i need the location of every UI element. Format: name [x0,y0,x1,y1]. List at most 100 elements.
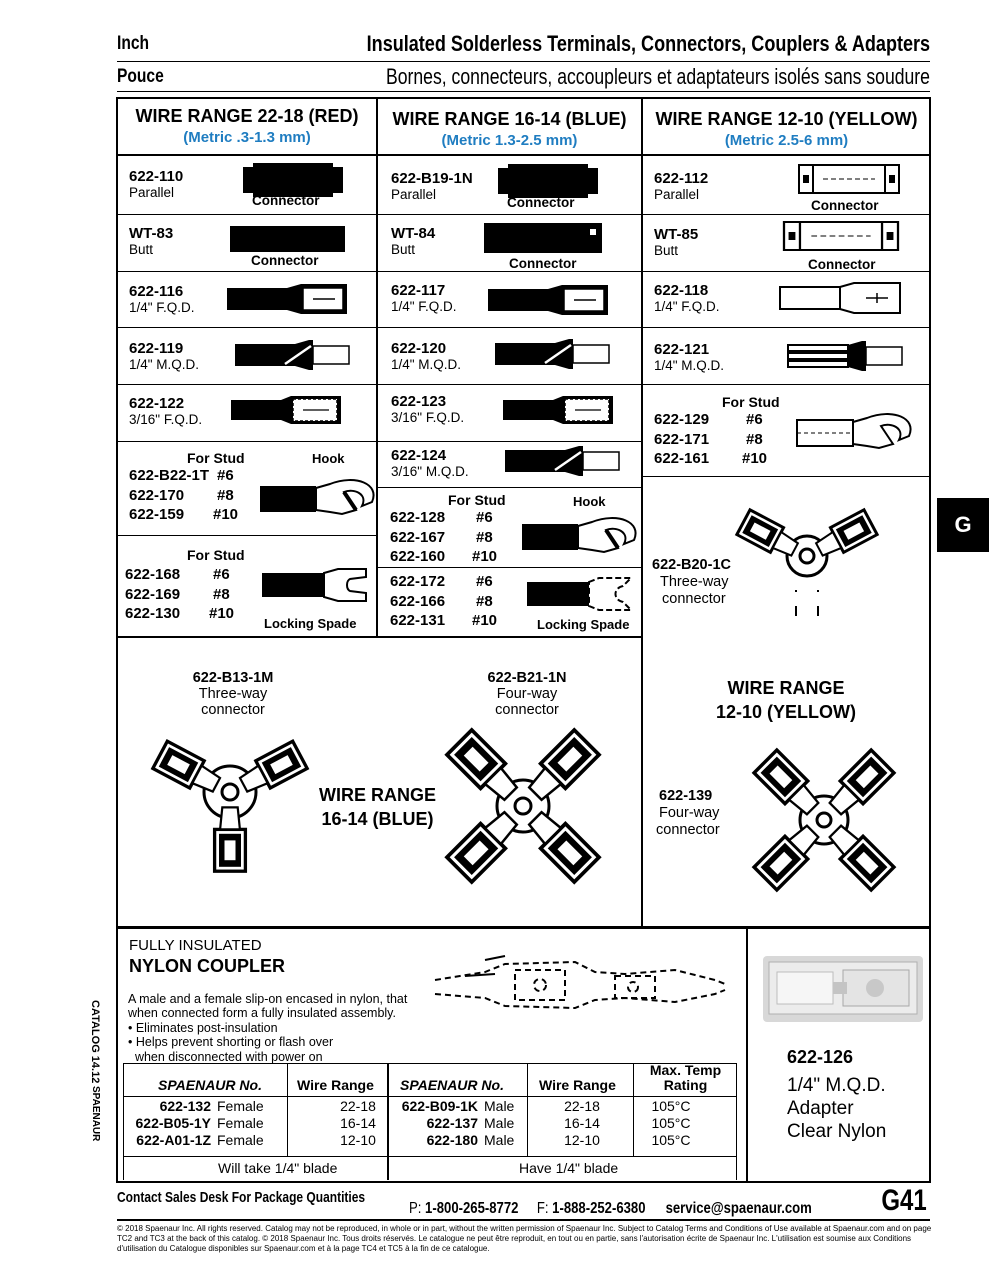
part-622-b20-1c[interactable]: 622-B20-1C Three-way connector [652,557,731,608]
part-622-121[interactable]: 622-121 1/4" M.Q.D. [654,341,724,373]
gender: Female [217,1098,264,1114]
phone-label: P: [409,1200,422,1217]
part-label: Connector [509,256,577,271]
phone-number[interactable]: 1-800-265-8772 [425,1200,519,1217]
part-622-116[interactable]: 622-116 1/4" F.Q.D. [129,283,195,315]
part-number: 622-130 [125,605,181,622]
grid-divider [116,214,377,215]
part-description: connector [201,702,265,718]
male-quick-disconnect-icon [493,337,611,371]
stud-row[interactable]: 622-B22-1T#6 [129,466,238,486]
part-622-123[interactable]: 622-123 3/16" F.Q.D. [391,393,464,425]
fax-number[interactable]: 1-888-252-6380 [552,1200,646,1217]
description-line: when connected form a fully insulated as… [128,1006,396,1020]
part-number: 622-168 [125,566,181,583]
part-622-118[interactable]: 622-118 1/4" F.Q.D. [654,282,720,314]
wire-range: 16-14 [564,1115,600,1131]
grid-divider [116,535,377,536]
part-wt-83[interactable]: WT-83 Butt [129,225,173,257]
part-description: 1/4" M.Q.D. [129,357,200,372]
part-wt-85[interactable]: WT-85 Butt [654,226,698,258]
stud-row[interactable]: 622-167#8 [390,528,497,548]
coupler-section-frame [116,927,931,1183]
part-622-112[interactable]: 622-112 Parallel [654,170,708,202]
part-622-110[interactable]: 622-110 Parallel [129,168,183,200]
stud-row[interactable]: 622-159#10 [129,505,238,525]
fax-label: F: [536,1200,549,1217]
part-622-b21-1n[interactable]: 622-B21-1N Four-way connector [462,670,592,718]
column-head-yellow: WIRE RANGE 12-10 (YELLOW) (Metric 2.5-6 … [643,109,930,149]
stud-row[interactable]: 622-166#8 [390,592,497,612]
part-number: 622-B05-1Y [135,1115,212,1131]
header-unit-pouce: Pouce [117,66,164,87]
part-622-119[interactable]: 622-119 1/4" M.Q.D. [129,340,199,372]
part-label: Connector [808,257,876,272]
stud-list-hook-red: 622-B22-1T#6 622-170#8 622-159#10 [129,466,238,525]
stud-row[interactable]: 622-129#6 [654,410,767,430]
stud-row[interactable]: 622-169#8 [125,585,234,605]
stud-row[interactable]: 622-160#10 [390,547,497,567]
stud-row[interactable]: 622-171#8 [654,430,767,450]
stud-row[interactable]: 622-161#10 [654,449,767,469]
section-tab-g[interactable]: G [937,498,989,552]
header-title-en: Insulated Solderless Terminals, Connecto… [366,31,930,56]
part-number: 622-166 [390,592,446,610]
part-622-b13-1m[interactable]: 622-B13-1M Three-way connector [168,670,298,718]
four-way-connector-icon [445,728,601,884]
part-622-122[interactable]: 622-122 3/16" F.Q.D. [129,395,202,427]
stud-row[interactable]: 622-170#8 [129,486,238,506]
stud-size: #10 [213,506,239,523]
part-number: 622-B13-1M [192,670,274,686]
part-number: 622-110 [129,168,184,185]
callout-line: WIRE RANGE [319,785,436,805]
stud-size: #8 [217,486,234,504]
column-metric: (Metric 2.5-6 mm) [724,132,849,149]
table-divider [633,1063,634,1156]
column-metric: (Metric .3-1.3 mm) [183,129,311,146]
side-brand-label: SPAENAUR [87,1086,101,1156]
parallel-connector-icon [498,164,598,198]
part-number: 622-172 [390,573,446,590]
stud-size: #10 [742,450,768,467]
part-number: 622-124 [391,447,447,464]
stud-row[interactable]: 622-168#6 [125,565,234,585]
part-description: Four-way [496,686,558,702]
part-622-b19-1n[interactable]: 622-B19-1N Parallel [391,170,473,202]
hook-terminal-icon [796,413,912,450]
part-description: Three-way [198,686,268,702]
part-number: WT-83 [129,225,174,242]
stud-row[interactable]: 622-172#6 [390,572,497,592]
part-description: Butt [391,242,416,257]
description-line: • Eliminates post-insulation [128,1020,278,1035]
stud-list-spade-blue: 622-172#6 622-166#8 622-131#10 [390,572,497,631]
email-link[interactable]: service@spaenaur.com [665,1200,812,1217]
hook-terminal-icon [520,516,638,554]
grid-divider [641,97,643,928]
stud-row[interactable]: 622-128#6 [390,508,497,528]
temp-rating: 105°C [651,1098,691,1114]
column-head-red: WIRE RANGE 22-18 (RED) (Metric .3-1.3 mm… [118,106,376,146]
part-622-139[interactable]: 622-139 Four-way connector [656,788,720,839]
part-622-120[interactable]: 622-120 1/4" M.Q.D. [391,340,461,372]
part-wt-84[interactable]: WT-84 Butt [391,225,435,257]
part-622-117[interactable]: 622-117 1/4" F.Q.D. [391,282,457,314]
table-divider [123,1096,737,1097]
part-description: Butt [654,243,679,258]
table-header-wire: Wire Range [539,1077,616,1093]
three-way-connector-icon [735,508,879,616]
stud-row[interactable]: 622-131#10 [390,611,497,631]
stud-row[interactable]: 622-130#10 [125,604,234,624]
part-622-124[interactable]: 622-124 3/16" M.Q.D. [391,447,469,479]
part-number: 622-121 [654,341,710,358]
coupler-table [123,1063,737,1180]
adapter-part-number[interactable]: 622-126 [787,1047,854,1067]
grid-divider [116,441,377,442]
coupler-divider [746,927,748,1183]
